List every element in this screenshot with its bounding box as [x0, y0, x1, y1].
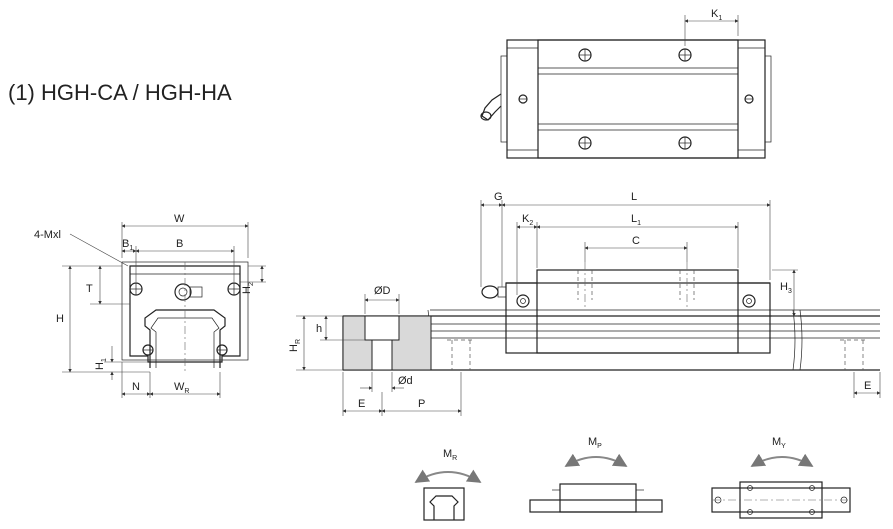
n-label: N [132, 381, 140, 393]
h2-label: H2 [241, 282, 255, 294]
side-view: G L K2 L1 C H3 ØD h HR [288, 191, 881, 416]
k1-label: K1 [711, 8, 722, 22]
h-label: H [56, 313, 64, 325]
top-view: K1 [480, 8, 772, 159]
l1-label: L1 [631, 213, 641, 227]
l-label: L [631, 191, 637, 203]
od-label: ØD [374, 285, 391, 297]
h3-label: H3 [780, 281, 792, 295]
h1-label: H1 [94, 358, 108, 370]
moment-my-icon: MY [711, 436, 851, 519]
grease-nipple-icon [480, 93, 502, 121]
svg-text:MP: MP [588, 436, 602, 450]
front-bolt-holes [129, 282, 241, 356]
moment-mp-icon: MP [529, 436, 663, 513]
b1-label: B1 [122, 238, 133, 252]
svg-text:MY: MY [772, 436, 786, 450]
moment-mr-icon: MR [414, 448, 482, 521]
k2-label: K2 [522, 213, 533, 227]
front-view: W B1 B 4-Mxl H2 T H H1 [34, 213, 266, 398]
wr-label: WR [174, 381, 189, 395]
hr-label: HR [288, 339, 302, 352]
od-small-label: Ød [398, 375, 413, 387]
side-grease-nipple-icon [481, 285, 507, 299]
t-label: T [86, 283, 93, 295]
svg-text:MR: MR [443, 448, 457, 462]
top-bolt-holes [518, 48, 754, 150]
small-h-label: h [316, 323, 322, 335]
b-label: B [176, 238, 183, 250]
w-label: W [174, 213, 185, 225]
diagram-title: (1) HGH-CA / HGH-HA [8, 80, 232, 105]
p-label: P [418, 398, 425, 410]
e-right-label: E [864, 380, 871, 392]
mxl-label: 4-Mxl [34, 229, 61, 241]
g-label: G [494, 191, 503, 203]
c-label: C [632, 235, 640, 247]
e-left-label: E [358, 398, 365, 410]
